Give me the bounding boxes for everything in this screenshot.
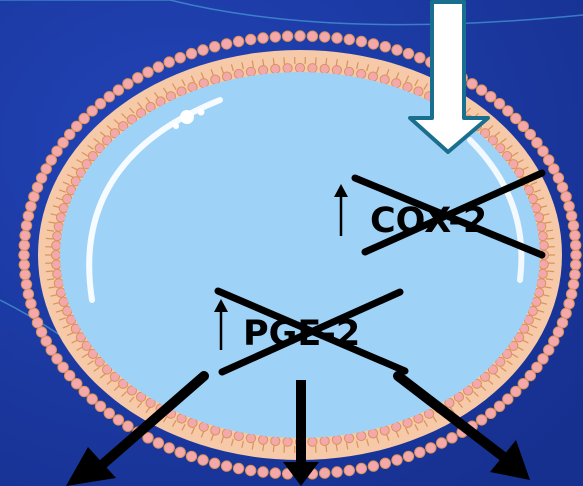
highlight-dot-small — [198, 109, 205, 116]
highlight-dot-tiny — [173, 123, 179, 129]
highlight-dot-large — [180, 110, 194, 124]
